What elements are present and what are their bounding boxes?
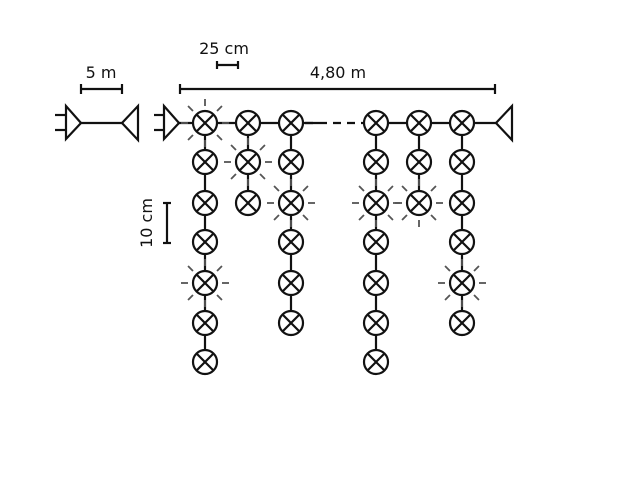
plug-icon xyxy=(55,103,83,142)
bulb-icon xyxy=(234,148,262,176)
total-width-label: 4,80 m xyxy=(310,63,366,82)
bulb-icon xyxy=(448,228,476,256)
drop-spacing-label: 10 cm xyxy=(137,198,156,248)
bulb-icon xyxy=(448,269,476,297)
glow-rays-icon xyxy=(267,179,315,227)
glow-rays-icon xyxy=(181,259,229,307)
strand xyxy=(352,109,400,376)
bulb-icon xyxy=(362,309,390,337)
extension-cable xyxy=(55,103,140,143)
bulb-icon xyxy=(234,189,262,217)
strand xyxy=(438,109,486,337)
bulb-icon xyxy=(362,148,390,176)
bulb-spacing-dimension xyxy=(215,61,240,69)
bulb-icon xyxy=(277,228,305,256)
strand xyxy=(267,109,315,337)
bulb-icon xyxy=(362,348,390,376)
extension-length-label: 5 m xyxy=(86,63,117,82)
bulb-icon xyxy=(277,148,305,176)
bulb-icon xyxy=(191,269,219,297)
glow-rays-icon xyxy=(395,179,443,227)
bulb-icon xyxy=(405,148,433,176)
drop-spacing-dimension xyxy=(163,201,171,245)
bulb-icon xyxy=(191,189,219,217)
socket-icon xyxy=(494,103,514,143)
bulb-icon xyxy=(448,309,476,337)
glow-rays-icon xyxy=(181,99,229,147)
bulb-icon xyxy=(362,109,390,137)
bulb-icon xyxy=(191,109,219,137)
bulb-icon xyxy=(191,309,219,337)
bulb-icon xyxy=(277,309,305,337)
bulb-icon xyxy=(362,269,390,297)
plug-icon xyxy=(154,103,181,142)
bulb-icon xyxy=(448,189,476,217)
bulb-icon xyxy=(362,228,390,256)
bulb-icon xyxy=(191,228,219,256)
total-width-dimension xyxy=(178,84,497,94)
strands xyxy=(181,99,486,376)
bulb-icon xyxy=(191,148,219,176)
bulb-spacing-label: 25 cm xyxy=(199,39,249,58)
bulb-icon xyxy=(405,109,433,137)
strand xyxy=(224,109,272,217)
bulb-icon xyxy=(191,348,219,376)
strand xyxy=(395,109,443,227)
bulb-icon xyxy=(277,109,305,137)
socket-icon xyxy=(120,103,140,143)
bulb-icon xyxy=(362,189,390,217)
bulb-icon xyxy=(277,269,305,297)
glow-rays-icon xyxy=(224,138,272,186)
bulb-icon xyxy=(277,189,305,217)
bulb-icon xyxy=(405,189,433,217)
extension-dimension xyxy=(79,84,124,94)
strand xyxy=(181,99,229,376)
bulb-icon xyxy=(448,148,476,176)
bulb-icon xyxy=(448,109,476,137)
bulb-icon xyxy=(234,109,262,137)
glow-rays-icon xyxy=(438,259,486,307)
